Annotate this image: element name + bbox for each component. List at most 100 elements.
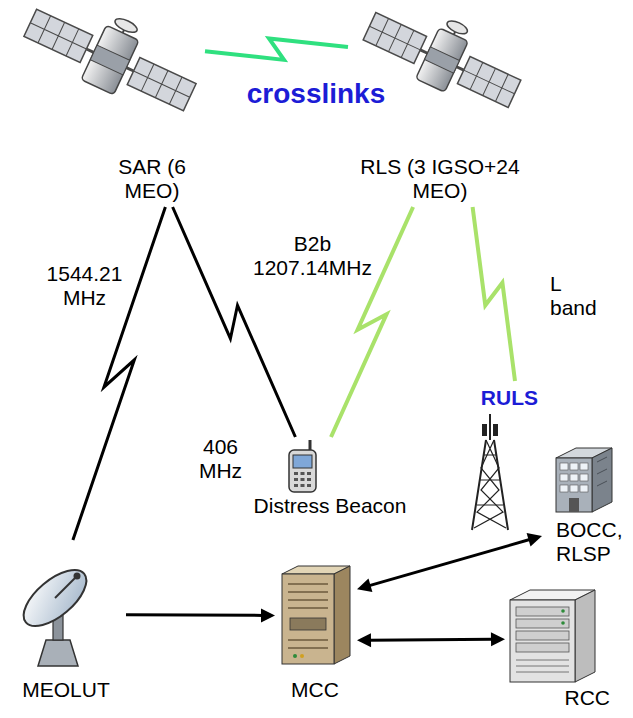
rls-satellite-icon (457, 57, 520, 108)
distress-beacon-icon (307, 484, 311, 487)
node-label: MEOLUT (8, 678, 124, 702)
rls-satellite-icon (420, 50, 427, 53)
rcc-server-icon (516, 607, 569, 652)
bocc-building-icon (580, 485, 588, 492)
bocc-building-icon (570, 474, 578, 481)
radio-link (473, 207, 515, 381)
bocc-building-icon (560, 485, 568, 492)
link-label: crosslinks (236, 78, 396, 110)
rls-satellite-icon (363, 13, 426, 64)
bocc-building-icon (569, 498, 579, 512)
rcc-server-icon (516, 672, 569, 673)
ruls-tower-icon (482, 424, 487, 436)
rcc-server-icon (516, 660, 569, 661)
arrow-head (261, 608, 275, 622)
rls-satellite-icon (363, 13, 426, 64)
rcc-server-icon (516, 607, 569, 616)
connector-line (473, 207, 515, 381)
mcc-server-icon (288, 639, 328, 641)
data-link (357, 533, 542, 592)
bocc-building-icon (597, 469, 607, 474)
bocc-building-icon (597, 481, 607, 486)
sar-satellite-icon (81, 25, 139, 95)
rls-satellite-icon (457, 67, 464, 70)
rcc-server-icon (575, 590, 595, 682)
meolut-dish-icon (74, 573, 81, 580)
node-label: RULS (462, 386, 538, 410)
mcc-server-icon (293, 654, 297, 658)
bocc-building-icon (560, 474, 568, 481)
ground-station-node: MEOLUT (8, 540, 126, 706)
node-label: SAR (6 MEO) (102, 155, 202, 203)
rcc-server-icon (516, 619, 569, 628)
mcc-server-icon (288, 607, 328, 609)
bocc-building-icon (570, 485, 578, 492)
sar-satellite-icon (113, 16, 139, 35)
ruls-tower-icon (477, 455, 503, 505)
distress-beacon-icon (301, 472, 305, 475)
distress-beacon-icon (294, 472, 311, 487)
arrow-head (491, 632, 505, 646)
bocc-building-icon (560, 463, 568, 470)
sar-satellite-icon (24, 9, 93, 62)
arrow-head (357, 579, 372, 593)
rcc-server-icon (516, 666, 569, 667)
ruls-tower-icon (489, 414, 491, 440)
connector-line (369, 638, 493, 642)
radio-link (331, 207, 413, 437)
sar-satellite-icon (126, 68, 133, 71)
arrow-head (527, 533, 542, 547)
connector-line (331, 207, 413, 437)
node-label: MCC (275, 678, 355, 702)
sar-satellite-icon (24, 9, 93, 62)
distress-beacon-icon (307, 478, 311, 481)
bocc-building-icon (592, 448, 612, 512)
ruls-tower-icon (493, 424, 498, 436)
mcc-server-icon (288, 599, 328, 601)
rcc-server-icon (561, 609, 565, 613)
rcc-server-icon (510, 600, 575, 682)
link-label: L band (550, 272, 602, 320)
sar-satellite-icon (86, 49, 93, 52)
arrow-head (357, 633, 371, 647)
rcc-server-icon (561, 621, 565, 625)
distress-beacon-icon (301, 478, 305, 481)
radio-link (73, 207, 165, 540)
tower-node: RULS (462, 381, 540, 532)
connector-line (73, 207, 165, 540)
mcc-server-icon (288, 584, 328, 648)
distress-beacon-icon (294, 484, 298, 487)
mcc-server-icon (290, 618, 326, 630)
rls-satellite-icon (416, 28, 469, 92)
distress-beacon-icon (307, 472, 311, 475)
server-node: RCC (505, 582, 612, 712)
bocc-building-icon (597, 457, 607, 486)
connector-line (205, 38, 348, 60)
satellite-node: SAR (6 MEO) (25, 2, 205, 207)
rcc-server-icon (516, 660, 569, 672)
ruls-tower-icon (474, 440, 506, 528)
ruls-tower-icon (472, 440, 508, 530)
radio-link (173, 207, 296, 437)
rls-satellite-icon (445, 18, 469, 36)
beacon-node: Distress Beacon (250, 437, 412, 523)
mcc-server-icon (300, 654, 304, 658)
meolut-dish-icon (14, 560, 95, 636)
distress-beacon-icon (301, 484, 305, 487)
mcc-server-icon (288, 591, 328, 593)
meolut-dish-icon (14, 560, 95, 666)
data-link (126, 608, 275, 622)
link-label: 1544.21 MHz (42, 262, 127, 310)
bocc-building-icon (570, 463, 578, 470)
link-label: 406 MHz (193, 435, 248, 483)
distress-beacon-icon (294, 478, 298, 481)
building-node: BOCC, RLSP (542, 438, 628, 580)
connector-line (126, 613, 263, 617)
rls-satellite-icon (425, 47, 460, 73)
node-label: BOCC, RLSP (556, 518, 626, 566)
distress-beacon-icon (289, 450, 316, 492)
mcc-server-icon (288, 647, 328, 649)
server-node: MCC (275, 560, 357, 706)
bocc-building-icon (556, 458, 592, 512)
